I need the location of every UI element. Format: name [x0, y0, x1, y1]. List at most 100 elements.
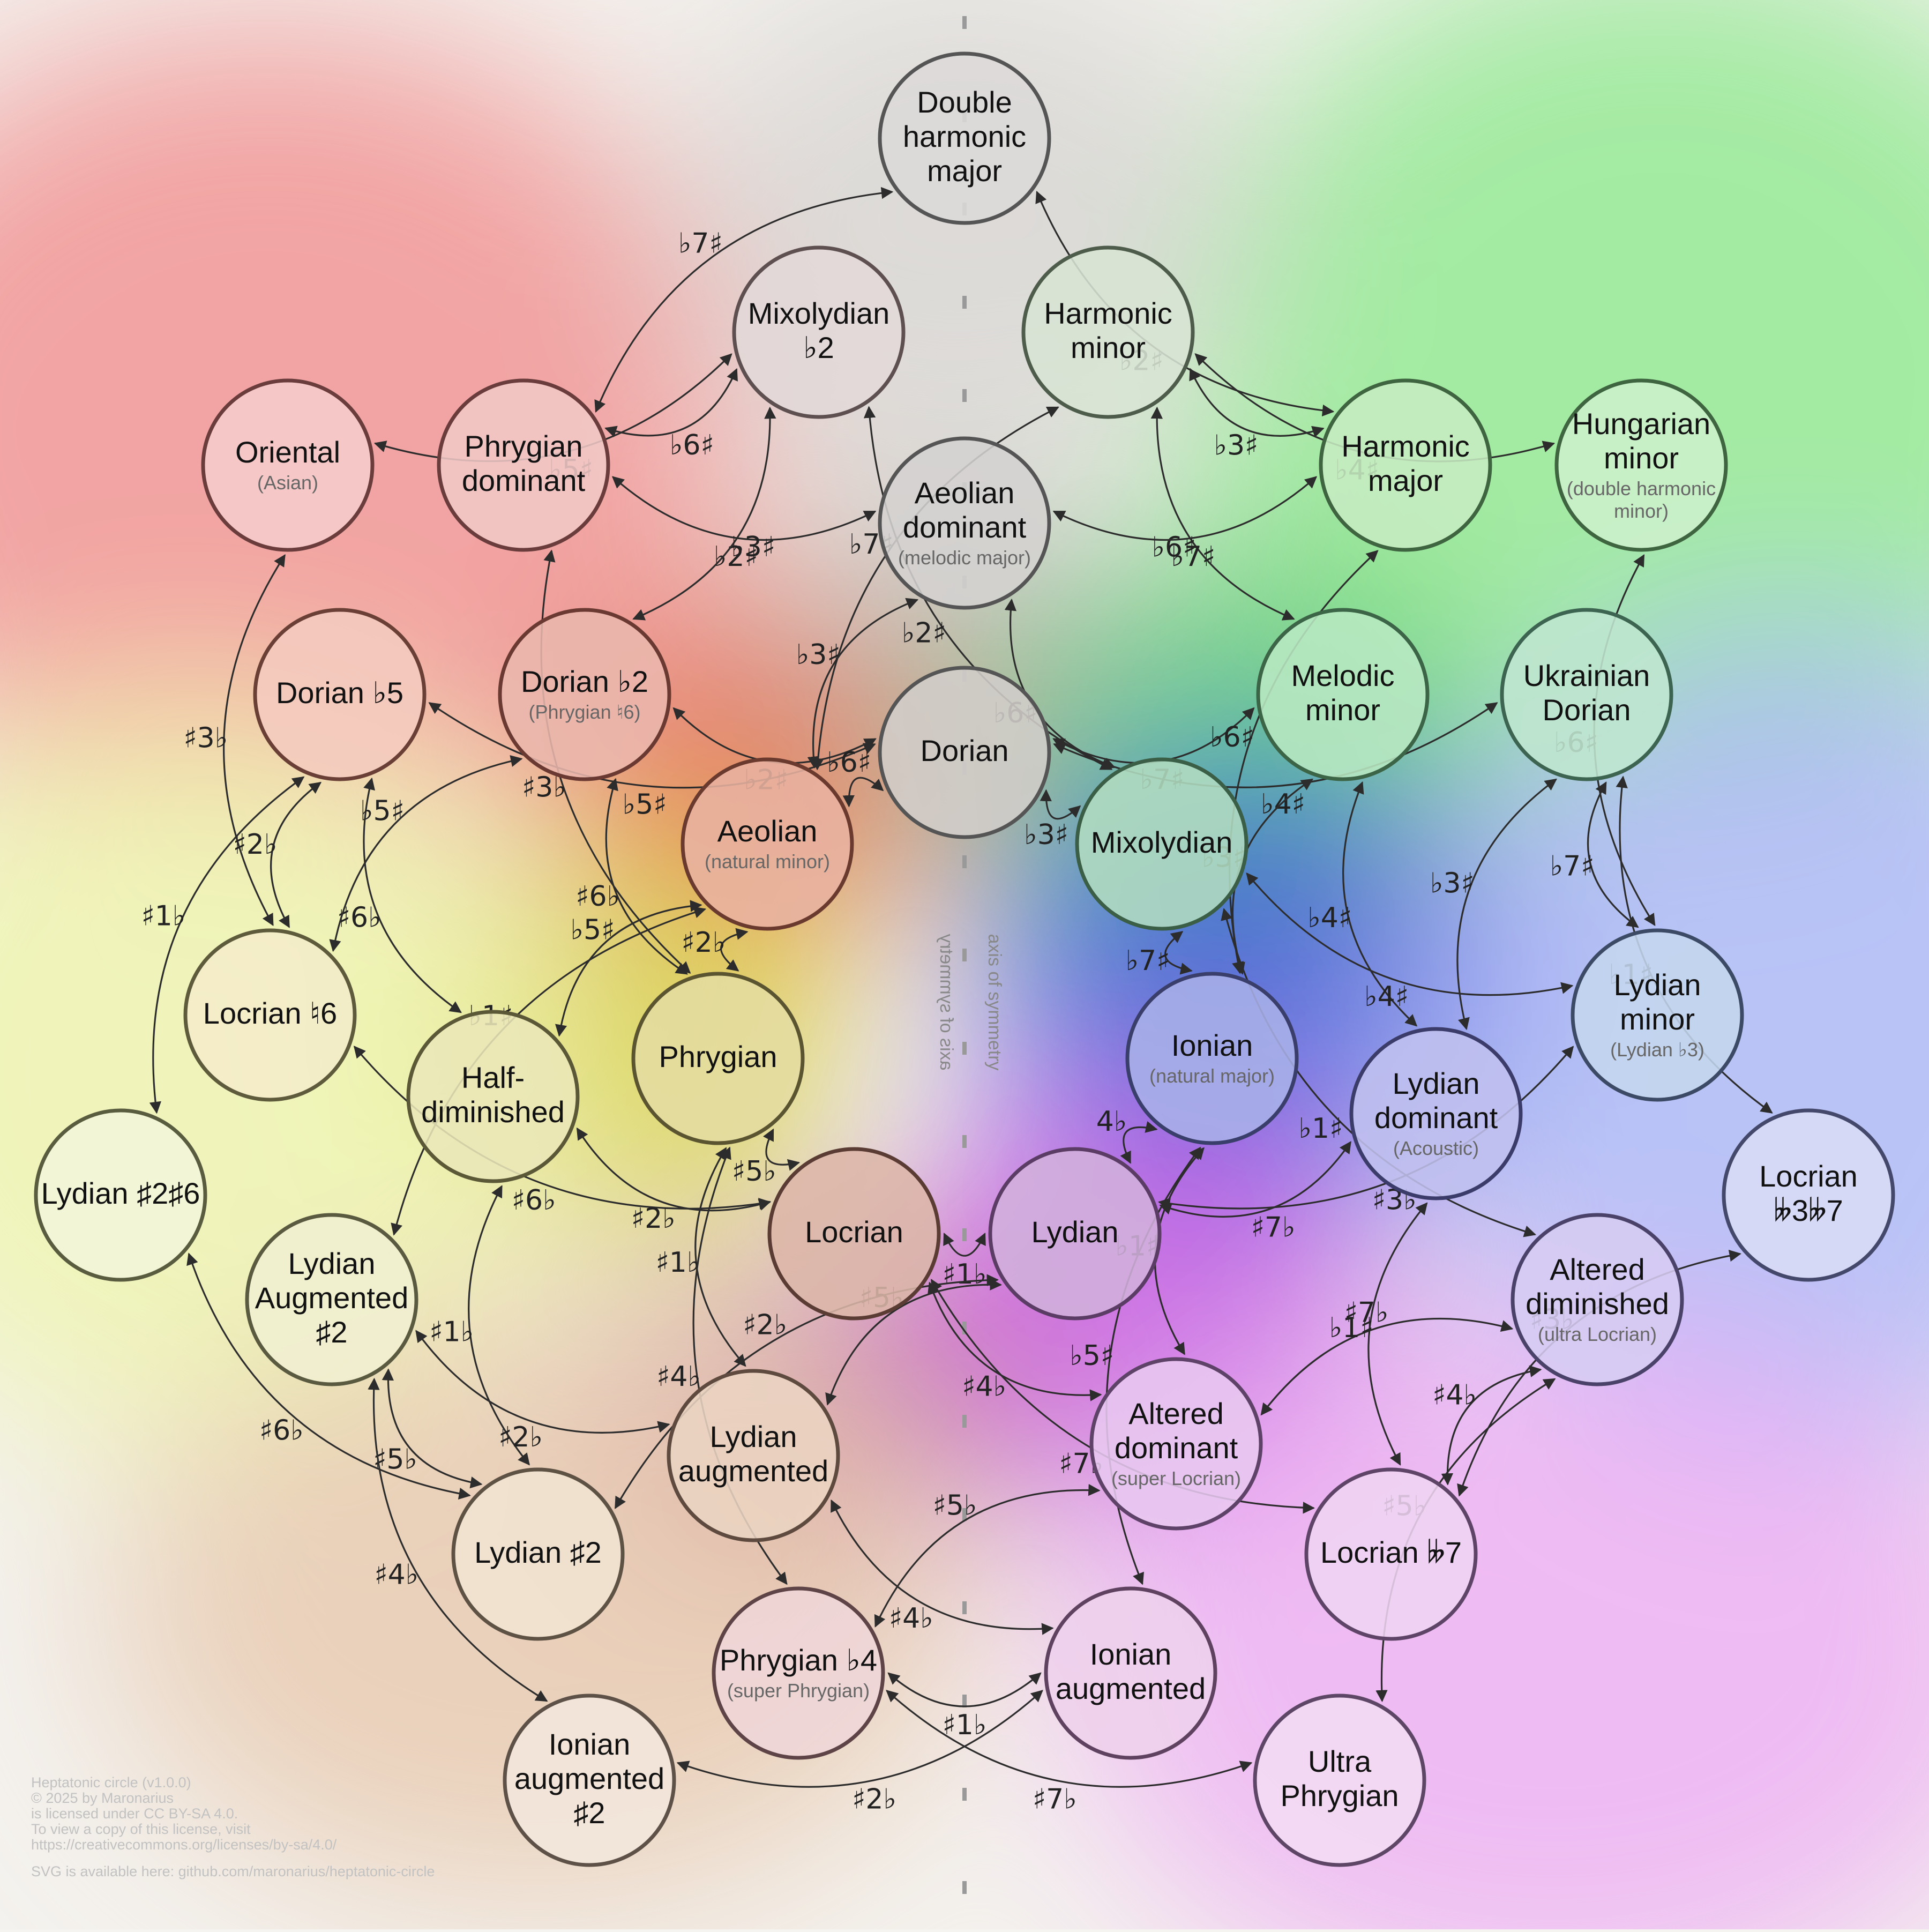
mode-node: Phrygian ♭4(super Phrygian)	[712, 1586, 885, 1760]
mode-alias: (double harmonic	[1567, 478, 1716, 499]
mode-node: Dorian ♭2 (Phrygian ♮6)	[498, 608, 671, 781]
mode-node-circle	[1304, 1467, 1478, 1641]
mode-name-line: Locrian	[1759, 1159, 1858, 1193]
mode-alias: (ultra Locrian)	[1538, 1323, 1657, 1345]
edge-n23-n24	[943, 1232, 986, 1257]
mode-name-line: harmonic	[903, 120, 1026, 153]
edge-label: ♯4♭	[962, 1371, 1006, 1403]
mode-name-line: Dorian ♭5	[276, 676, 403, 710]
mode-name-line: minor	[1305, 693, 1380, 727]
edge-label: ♭7♯	[678, 227, 723, 259]
mode-node-circle	[878, 51, 1051, 225]
mode-name-line: Lydian	[710, 1420, 797, 1453]
mode-node-circle	[1722, 1108, 1895, 1282]
edge-label: ♭7♯	[1126, 945, 1170, 977]
edge-n17-n24	[1120, 1121, 1158, 1164]
mode-name-line: Phrygian	[464, 429, 582, 463]
edge-label: ♭2♯	[902, 617, 946, 649]
mode-node: Dorian ♭5	[253, 608, 427, 781]
mode-node-circle	[34, 1108, 207, 1282]
edge-label: ♯2♭	[743, 1309, 787, 1341]
mode-node: Lydian ♯2♯6	[34, 1108, 207, 1282]
mode-node-circle	[503, 1694, 676, 1867]
mode-name-line: minor	[1071, 331, 1146, 364]
mode-name-line: Mixolydian	[748, 296, 890, 330]
mode-node: Locrian	[767, 1147, 941, 1321]
edge-label: ♭7♯	[1550, 851, 1595, 883]
mode-node-circle	[1349, 1027, 1523, 1200]
edge-n29-n32	[874, 1484, 1101, 1628]
mode-name-line: Aeolian	[915, 476, 1015, 510]
mode-alias: (natural minor)	[705, 851, 830, 872]
mode-node-circle	[878, 436, 1051, 610]
edge-n9-n16	[270, 781, 322, 928]
mode-name-line: Dorian ♭2	[521, 665, 648, 698]
edge-label: ♯6♭	[575, 881, 620, 913]
mode-node-circle	[988, 1147, 1162, 1321]
mode-name-line: Altered	[1128, 1397, 1223, 1430]
edge-label: ♯7♭	[1251, 1212, 1296, 1244]
mode-name-line: Phrygian ♭4	[720, 1643, 877, 1677]
edge-label: ♯6♭	[259, 1415, 304, 1447]
mode-node: Lydian ♯2	[451, 1467, 625, 1641]
edge-label: ♯6♭	[337, 902, 382, 934]
mode-node-circle	[1571, 928, 1744, 1102]
edge-n7-n17	[1229, 550, 1379, 974]
mode-node-circle	[681, 757, 854, 931]
mode-name-line: augmented	[514, 1762, 664, 1795]
mode-node: Locrian ♮6	[183, 928, 357, 1102]
edge-label: ♭4♯	[1261, 788, 1305, 820]
mode-node-circle	[667, 1369, 840, 1542]
mode-name-line: ♭2	[803, 331, 834, 364]
edge-label: ♭4♯	[1307, 902, 1352, 934]
mode-node-circle	[1253, 1694, 1426, 1867]
license-credit: Heptatonic circle (v1.0.0) © 2025 by Mar…	[31, 1774, 337, 1853]
mode-name-line: Lydian ♯2♯6	[41, 1176, 200, 1210]
mode-name-line: Lydian	[288, 1247, 376, 1280]
edge-label: ♭5♯	[1070, 1340, 1114, 1372]
mode-node-circle	[1319, 378, 1492, 552]
mode-alias: (natural major)	[1149, 1065, 1275, 1087]
mode-name-line: augmented	[678, 1454, 828, 1488]
mode-node-circle	[1021, 245, 1195, 419]
axis-label-right: axis of symmetry	[984, 934, 1005, 1070]
edge-label: ♭3♯	[796, 639, 841, 671]
edge-n32-n35	[886, 1690, 1253, 1788]
edge-label: ♯4♭	[1432, 1379, 1477, 1412]
edge-n24-n30	[614, 1274, 999, 1509]
edge-label: ♭6♯	[1210, 721, 1254, 754]
mode-name-line: Aeolian	[717, 814, 818, 848]
mode-name-line: Ionian	[1171, 1028, 1253, 1062]
mode-alias: (Phrygian ♮6)	[529, 701, 641, 723]
axis-label-left: axis of symmetry	[936, 934, 956, 1070]
mode-name-line: Half-	[461, 1061, 525, 1094]
mode-name-line: Lydian ♯2	[474, 1535, 602, 1569]
mode-name-line: Ionian	[1090, 1637, 1172, 1671]
mode-node-circle	[437, 378, 610, 552]
edge-label: ♯2♭	[681, 927, 726, 959]
edge-n14-n20	[720, 928, 749, 972]
edge-n15-n17	[1164, 931, 1193, 975]
edge-label: ♭1♯	[1329, 1312, 1374, 1344]
edge-label: ♯3♭	[184, 722, 228, 755]
edge-n6-n7	[1052, 476, 1318, 541]
mode-alias: (Lydian ♭3)	[1610, 1039, 1704, 1061]
edge-label: ♭7♯	[1171, 541, 1215, 573]
mode-node-circle	[1256, 608, 1430, 781]
mode-name-line: Mixolydian	[1091, 825, 1233, 859]
mode-name-line: augmented	[1056, 1672, 1206, 1705]
edge-label: ♭3♯	[1024, 819, 1068, 851]
edge-label: ♭6♯	[827, 747, 871, 779]
mode-name-line: ♯2	[316, 1315, 347, 1349]
edge-label: ♭5♯	[360, 795, 405, 827]
mode-node-circle	[245, 1213, 418, 1386]
mode-node-circle	[732, 245, 906, 419]
edge-label: ♭3♯	[731, 531, 775, 563]
